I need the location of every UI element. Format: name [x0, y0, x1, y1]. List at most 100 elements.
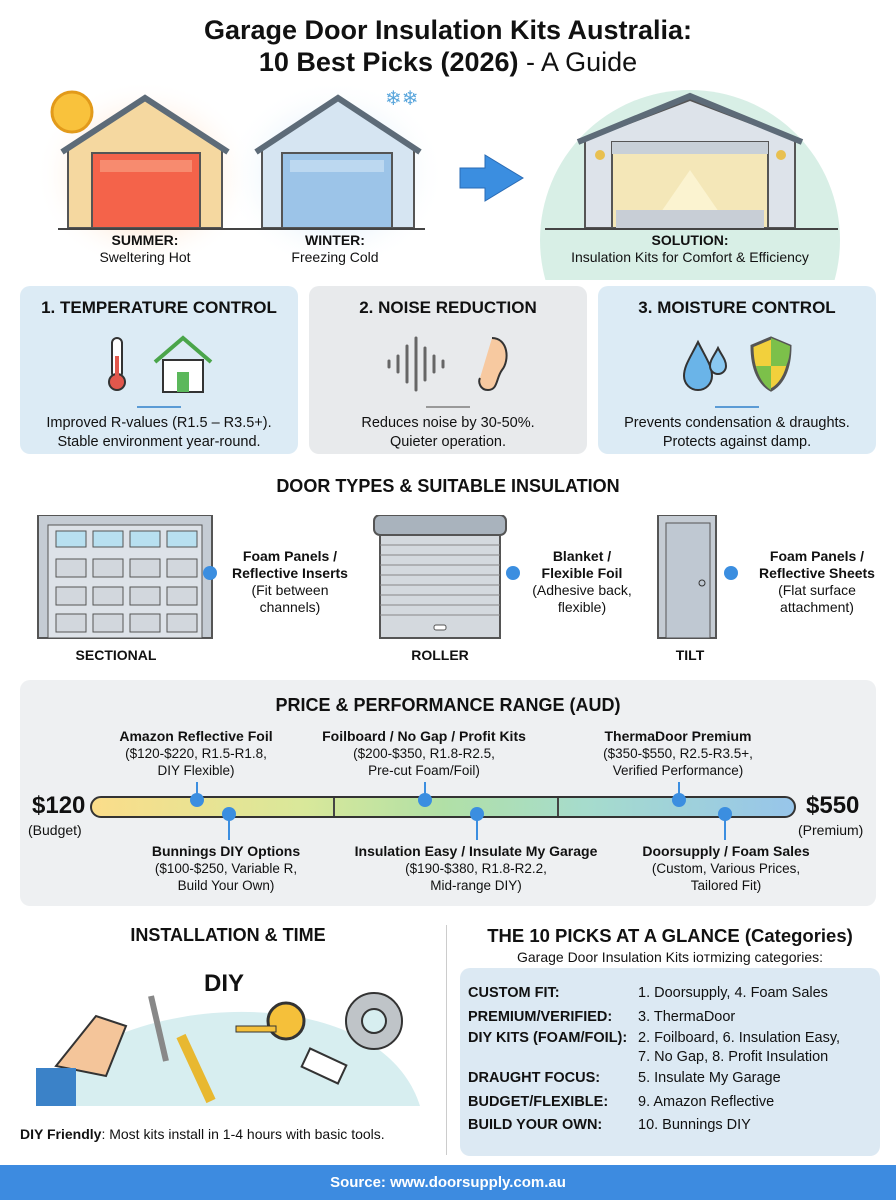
price-range-panel	[20, 680, 876, 906]
connector-dot	[724, 566, 738, 580]
source-footer[interactable]: Source: www.doorsupply.com.au	[0, 1165, 896, 1200]
pin-stem	[724, 818, 726, 840]
label-l2: DIY Flexible)	[157, 763, 235, 778]
picks-subtitle: Garage Door Insulation Kits ioтmizing ca…	[516, 949, 823, 965]
card-text-2: Stable environment year-round.	[57, 434, 261, 450]
price-pin	[418, 793, 432, 807]
insul-2: Reflective Inserts	[232, 565, 348, 581]
glue-tube-icon	[300, 1047, 348, 1085]
solution-caption: SOLUTION:Insulation Kits for Comfort & E…	[540, 232, 840, 266]
label-l1: ($120-$220, R1.5-R1.8,	[125, 746, 267, 761]
note-2: attachment)	[780, 599, 854, 615]
card-text-2: Quieter operation.	[389, 434, 507, 450]
note-1: (Flat surface	[778, 582, 856, 598]
divider	[426, 406, 470, 408]
label-l1: ($350-$550, R2.5-R3.5+,	[603, 746, 753, 761]
tilt-insulation: Foam Panels /Reflective Sheets(Flat surf…	[742, 548, 892, 616]
picks-table: CUSTOM FIT:1. Doorsupply, 4. Foam Sales …	[460, 968, 880, 1156]
diy-badge: DIY	[204, 970, 244, 997]
connector-dot	[203, 566, 217, 580]
connector-dot	[506, 566, 520, 580]
installation-note: DIY Friendly: Most kits install in 1-4 h…	[20, 1126, 385, 1142]
picks-row: PREMIUM/VERIFIED:3. ThermaDoor	[468, 1006, 880, 1030]
roller-label: ROLLER	[411, 647, 469, 663]
benefit-card-moisture: 3. MOISTURE CONTROL Prevents condensatio…	[598, 286, 876, 454]
divider	[715, 406, 759, 408]
label-l1: ($200-$350, R1.8-R2.5,	[353, 746, 495, 761]
summer-label: SUMMER:	[111, 232, 179, 248]
card-title: 3. MOISTURE CONTROL	[638, 298, 836, 317]
column-divider	[446, 925, 447, 1155]
price-range-bar	[90, 796, 796, 818]
insul-2: Reflective Sheets	[759, 565, 875, 581]
divider	[137, 406, 181, 408]
title-line2: 10 Best Picks (2026) - A Guide	[0, 46, 896, 78]
picks-row: BUDGET/FLEXIBLE:9. Amazon Reflective	[468, 1091, 880, 1115]
label-name: Insulation Easy / Insulate My Garage	[354, 843, 598, 859]
sun-icon	[50, 90, 94, 134]
card-title: 2. NOISE REDUCTION	[359, 298, 537, 317]
title-bold: 10 Best Picks (2026)	[258, 47, 519, 77]
label-l1: (Custom, Various Prices,	[651, 861, 801, 876]
price-pin	[190, 793, 204, 807]
page-title: Garage Door Insulation Kits Australia: 1…	[0, 14, 896, 78]
card-text-2: Protects against damp.	[662, 434, 812, 450]
summer-caption: SUMMER:Sweltering Hot	[70, 232, 220, 266]
category: CUSTOM FIT:	[468, 985, 560, 1001]
sectional-door-icon	[37, 515, 213, 639]
hero-illustration: ❄❄	[35, 85, 840, 280]
price-label-bunnings: Bunnings DIY Options($100-$250, Variable…	[106, 843, 346, 894]
price-pin	[222, 807, 236, 821]
winter-label: WINTER:	[305, 232, 365, 248]
insul-2: Flexible Foil	[541, 565, 623, 581]
label-l1: ($190-$380, R1.8-R2.2,	[405, 861, 547, 876]
tape-measure-icon	[235, 1001, 306, 1041]
card-text-1: Improved R-values (R1.5 – R3.5+).	[46, 415, 272, 431]
category: DIY KITS (FOAM/FOIL):	[468, 1030, 628, 1046]
title-line1: Garage Door Insulation Kits Australia:	[203, 15, 693, 45]
label-l2: Mid-range DIY)	[430, 878, 522, 893]
label-name: Bunnings DIY Options	[151, 843, 301, 859]
price-label-amazon: Amazon Reflective Foil ($120-$220, R1.5-R…	[76, 728, 316, 779]
price-label-thermadoor: ThermaDoor Premium ($350-$550, R2.5-R3.5+…	[558, 728, 798, 779]
price-max-label: (Premium)	[798, 822, 864, 838]
insul-1: Blanket /	[552, 548, 612, 564]
picks-row: 7. No Gap, 8. Profit Insulation	[468, 1048, 880, 1067]
label-l2: Build Your Own)	[177, 878, 275, 893]
picks-row: BUILD YOUR OWN:10. Bunnings DIY	[468, 1114, 880, 1138]
pin-stem	[424, 782, 426, 796]
tilt-label: TILT	[675, 647, 705, 663]
water-drops-icon	[682, 339, 728, 391]
price-label-foilboard: Foilboard / No Gap / Profit Kits ($200-$3…	[304, 728, 544, 779]
picks-value: 2. Foilboard, 6. Insulation Easy,	[638, 1030, 841, 1046]
note-1: (Adhesive back,	[532, 582, 632, 598]
label-l2: Verified Performance)	[612, 763, 744, 778]
card-text-1: Reduces noise by 30-50%.	[361, 415, 535, 431]
category: BUDGET/FLEXIBLE:	[468, 1093, 609, 1110]
summer-text: Sweltering Hot	[99, 249, 191, 265]
bar-divider	[333, 798, 335, 816]
arrow-right-icon	[459, 154, 524, 202]
card-title: 1. TEMPERATURE CONTROL	[41, 298, 277, 317]
note-bold: DIY Friendly	[20, 1126, 102, 1142]
roller-insulation: Blanket /Flexible Foil(Adhesive back,fle…	[522, 548, 642, 616]
insul-1: Foam Panels /	[769, 548, 865, 564]
card-text-1: Prevents condensation & draughts.	[624, 415, 850, 431]
picks-title: THE 10 PICKS AT A GLANCE (Categories)	[487, 925, 853, 946]
sectional-insulation: Foam Panels /Reflective Inserts(Fit betw…	[220, 548, 360, 616]
label-name: Doorsupply / Foam Sales	[642, 843, 810, 859]
label-name: Foilboard / No Gap / Profit Kits	[322, 728, 526, 744]
title-light: - A Guide	[518, 47, 638, 77]
picks-row: CUSTOM FIT:1. Doorsupply, 4. Foam Sales	[468, 982, 880, 1006]
price-pin	[718, 807, 732, 821]
price-max: $550	[806, 792, 860, 819]
category: PREMIUM/VERIFIED:	[468, 1008, 613, 1025]
price-pin	[470, 807, 484, 821]
installation-title: INSTALLATION & TIME	[130, 925, 326, 945]
label-name: ThermaDoor Premium	[604, 728, 752, 744]
solution-text: Insulation Kits for Comfort & Efficiency	[571, 249, 809, 265]
label-name: Amazon Reflective Foil	[119, 728, 273, 744]
pin-stem	[196, 782, 198, 796]
picks-value: 10. Bunnings DIY	[638, 1117, 751, 1133]
hand-icon	[36, 1014, 128, 1106]
